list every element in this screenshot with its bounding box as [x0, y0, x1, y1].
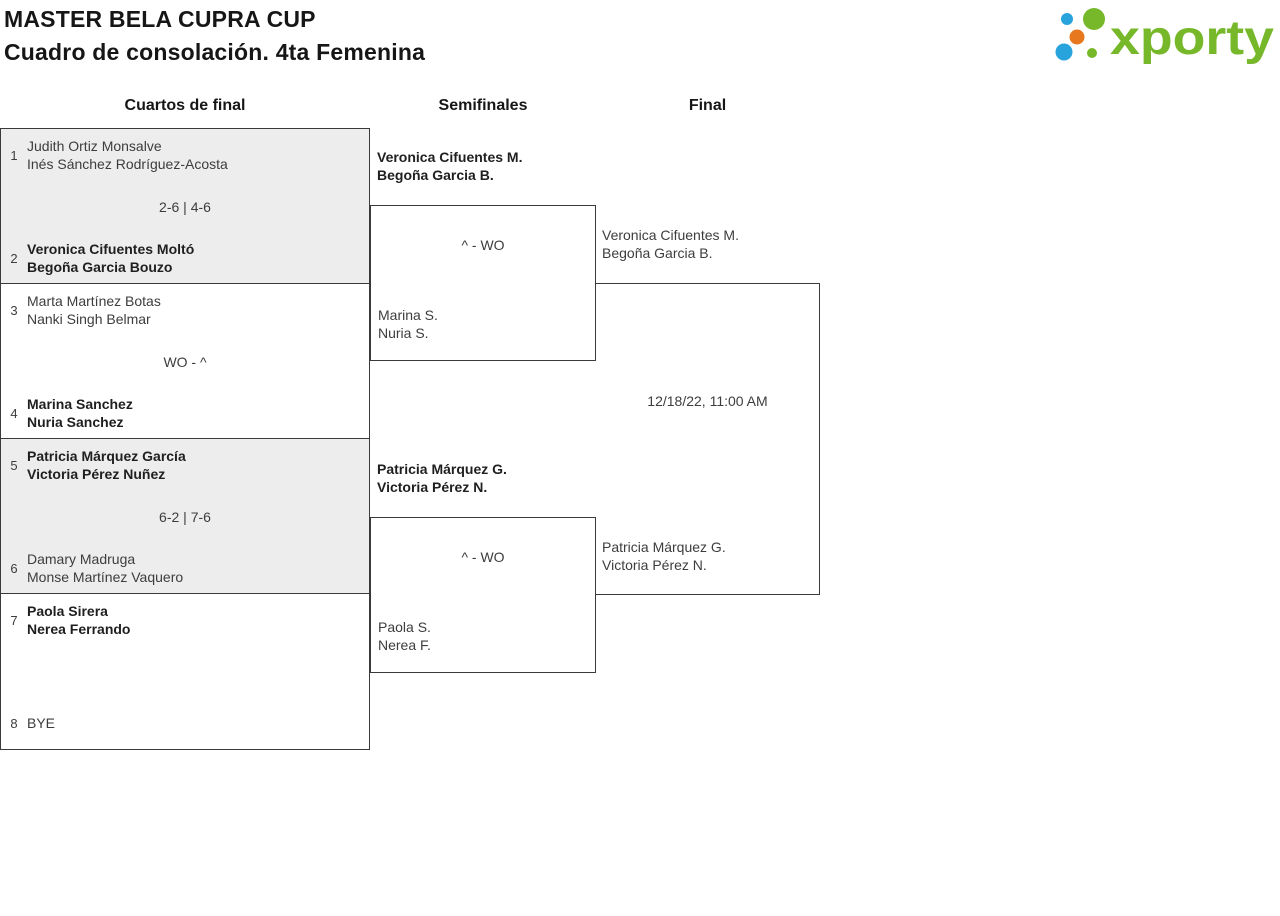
player-name: Marina Sanchez	[27, 396, 133, 412]
player-name: Marta Martínez Botas	[27, 293, 161, 309]
sf1-winner-team: Veronica Cifuentes M. Begoña Garcia B.	[377, 148, 593, 184]
player-name: Monse Martínez Vaquero	[27, 569, 184, 585]
sf2-opponent-team: Paola S. Nerea F.	[378, 617, 431, 655]
final-bracket-lines	[595, 283, 820, 595]
seed-number: 3	[10, 302, 18, 318]
player-name: Begoña Garcia B.	[377, 167, 494, 183]
player-name: Veronica Cifuentes M.	[377, 149, 523, 165]
match-score: WO - ^	[163, 354, 207, 370]
player-name: Victoria Pérez N.	[377, 479, 488, 495]
seed-number: 6	[10, 560, 18, 576]
player-name: Nerea Ferrando	[27, 621, 131, 637]
player-name: Veronica Cifuentes M.	[602, 227, 739, 243]
player-name: Paola Sirera	[27, 603, 108, 619]
round-header-quarterfinals: Cuartos de final	[124, 97, 246, 114]
match-box-sf2: ^ - WO Paola S. Nerea F.	[370, 517, 596, 673]
match-score: 2-6 | 4-6	[159, 199, 211, 215]
player-name: Nuria Sanchez	[27, 414, 124, 430]
final-bottom-team: Patricia Márquez G. Victoria Pérez N.	[602, 538, 818, 574]
match-box-sf1: ^ - WO Marina S. Nuria S.	[370, 205, 596, 361]
team-row: 8 BYE	[1, 704, 369, 742]
xporty-logo[interactable]: xporty	[1046, 2, 1276, 72]
logo-dots-icon	[1055, 8, 1105, 61]
team-row: 7 Paola Sirera Nerea Ferrando	[1, 601, 369, 639]
logo-wordmark: xporty	[1110, 12, 1274, 65]
match-score: ^ - WO	[461, 549, 505, 565]
match-score	[1, 664, 369, 682]
match-box-qf2: 3 Marta Martínez Botas Nanki Singh Belma…	[0, 283, 370, 439]
player-name: Veronica Cifuentes Moltó	[27, 241, 195, 257]
tournament-title: MASTER BELA CUPRA CUP	[4, 6, 316, 32]
player-name: Nuria S.	[378, 325, 429, 341]
page-title: Cuadro de consolación. 4ta Femenina	[4, 39, 426, 65]
round-header-semifinals: Semifinales	[438, 97, 528, 114]
player-name: Begoña Garcia Bouzo	[27, 259, 173, 275]
seed-number: 8	[10, 715, 18, 731]
team-row: 5 Patricia Márquez García Victoria Pérez…	[1, 446, 369, 484]
seed-number: 5	[10, 457, 18, 473]
player-name: BYE	[27, 715, 56, 731]
seed-number: 4	[10, 405, 18, 421]
match-box-qf3: 5 Patricia Márquez García Victoria Pérez…	[0, 438, 370, 594]
sf1-opponent-team: Marina S. Nuria S.	[378, 305, 438, 343]
player-name: Begoña Garcia B.	[602, 245, 713, 261]
seed-number: 1	[10, 147, 18, 163]
player-name: Paola S.	[378, 619, 431, 635]
player-name: Patricia Márquez García	[27, 448, 186, 464]
player-name: Inés Sánchez Rodríguez-Acosta	[27, 156, 228, 172]
team-row: 3 Marta Martínez Botas Nanki Singh Belma…	[1, 291, 369, 329]
player-name: Judith Ortiz Monsalve	[27, 138, 162, 154]
seed-number: 2	[10, 250, 18, 266]
final-datetime: 12/18/22, 11:00 AM	[647, 393, 768, 409]
sf2-winner-team: Patricia Márquez G. Victoria Pérez N.	[377, 460, 593, 496]
match-score: ^ - WO	[461, 237, 505, 253]
team-row: 4 Marina Sanchez Nuria Sanchez	[1, 394, 369, 432]
match-box-qf1: 1 Judith Ortiz Monsalve Inés Sánchez Rod…	[0, 128, 370, 284]
round-header-final: Final	[688, 97, 727, 114]
match-score: 6-2 | 7-6	[159, 509, 211, 525]
player-name: Nerea F.	[378, 637, 431, 653]
team-row: 6 Damary Madruga Monse Martínez Vaquero	[1, 549, 369, 587]
player-name: Marina S.	[378, 307, 438, 323]
player-name: Patricia Márquez G.	[377, 461, 507, 477]
team-row: 1 Judith Ortiz Monsalve Inés Sánchez Rod…	[1, 136, 369, 174]
player-name: Victoria Pérez N.	[602, 557, 707, 573]
header: MASTER BELA CUPRA CUP Cuadro de consolac…	[4, 3, 425, 69]
player-name: Victoria Pérez Nuñez	[27, 466, 166, 482]
player-name: Damary Madruga	[27, 551, 136, 567]
match-box-qf4: 7 Paola Sirera Nerea Ferrando 8 BYE	[0, 593, 370, 750]
player-name: Nanki Singh Belmar	[27, 311, 151, 327]
team-row: 2 Veronica Cifuentes Moltó Begoña Garcia…	[1, 239, 369, 277]
seed-number: 7	[10, 612, 18, 628]
player-name: Patricia Márquez G.	[602, 539, 726, 555]
final-top-team: Veronica Cifuentes M. Begoña Garcia B.	[602, 226, 818, 262]
